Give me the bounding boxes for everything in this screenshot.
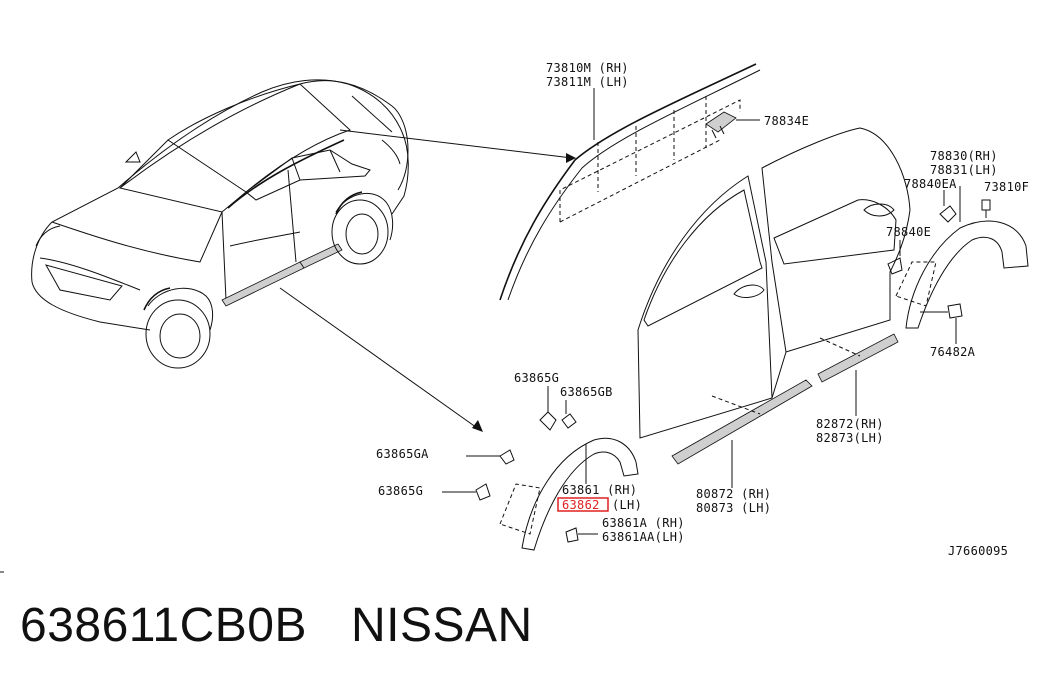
label-63865GA: 63865GA (376, 447, 429, 461)
label-73810M: 73810M (RH) (546, 61, 629, 75)
label-63861A: 63861A (RH) (602, 516, 685, 530)
part-number: 638611CB0B (20, 599, 307, 652)
car-illustration (31, 79, 409, 369)
door-mouldings (671, 333, 899, 488)
label-76482A: 76482A (930, 345, 976, 359)
label-63865G-bottom: 63865G (378, 484, 423, 498)
label-78840E: 78840E (886, 225, 931, 239)
label-78831: 78831(LH) (930, 163, 998, 177)
doors (637, 127, 911, 439)
label-63861AA: 63861AA(LH) (602, 530, 685, 544)
part-labels: 73810M (RH) 73811M (LH) 78834E 78830(RH)… (376, 61, 1029, 558)
label-63865GB: 63865GB (560, 385, 613, 399)
label-73811M: 73811M (LH) (546, 75, 629, 89)
rear-arch-78830 (887, 186, 1029, 344)
leader-arrows (279, 129, 576, 432)
footer: 638611CB0B NISSAN (20, 598, 533, 653)
label-78840EA: 78840EA (904, 177, 957, 191)
label-80873: 80873 (LH) (696, 501, 771, 515)
label-80872: 80872 (RH) (696, 487, 771, 501)
label-82873: 82873(LH) (816, 431, 884, 445)
brand-name: NISSAN (351, 599, 533, 652)
highlight-box (557, 497, 609, 512)
label-63862-lh: (LH) (612, 498, 642, 512)
label-63865G-top: 63865G (514, 371, 559, 385)
label-78830: 78830(RH) (930, 149, 998, 163)
label-63861: 63861 (RH) (562, 483, 637, 497)
label-73810F: 73810F (984, 180, 1029, 194)
label-82872: 82872(RH) (816, 417, 884, 431)
clip-78834E (705, 111, 760, 139)
diagram-code: J7660095 (948, 544, 1008, 558)
front-arch-63861 (442, 386, 639, 551)
label-78834E: 78834E (764, 114, 809, 128)
roof-moulding-73810M (499, 63, 761, 301)
label-63862: 63862 (562, 498, 600, 512)
